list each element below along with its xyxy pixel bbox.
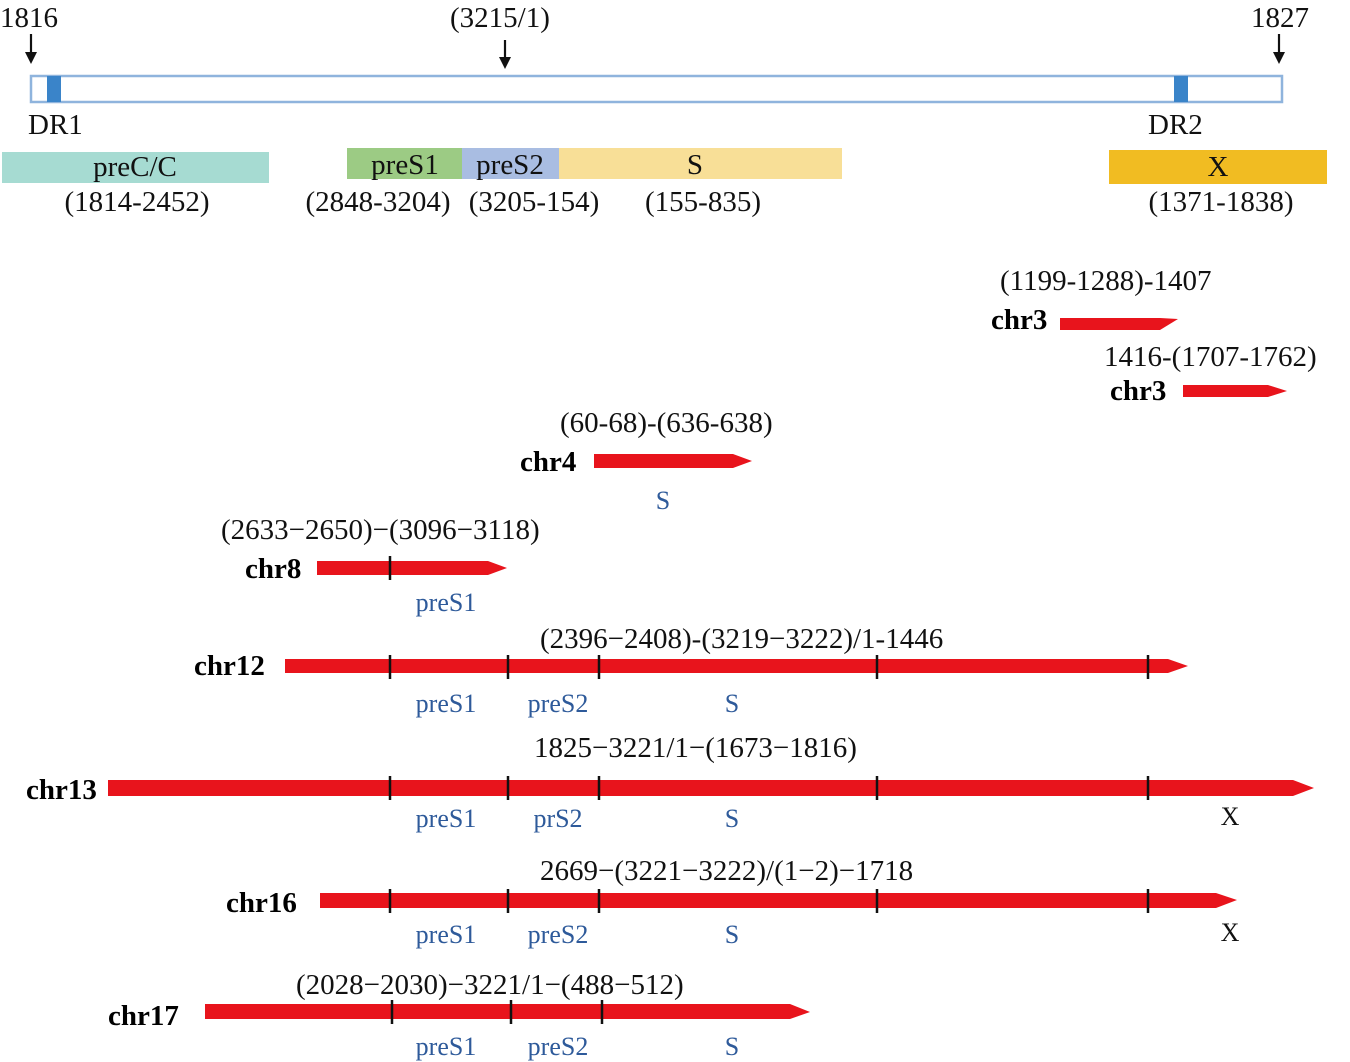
down-arrow-icon [499,40,511,69]
integration-chr16: 2669−(3221−3222)/(1−2)−1718 chr16 preS1 … [226,855,1240,949]
integration-chr4: (60-68)-(636-638) chr4 S [520,407,773,515]
gene-name-pres1: preS1 [371,149,439,181]
dr1-label: DR1 [28,109,83,141]
integration-coordinates: (1199-1288)-1407 [1000,265,1212,297]
domain-label-pres2: preS2 [528,689,589,718]
chromosome-label: chr16 [226,887,297,919]
chromosome-label: chr12 [194,650,265,682]
integration-coordinates: (2396−2408)-(3219−3222)/1-1446 [540,623,943,655]
chromosome-label: chr8 [245,553,301,585]
integration-coordinates: 1416-(1707-1762) [1104,341,1317,373]
insertion-arrow [1183,385,1287,397]
dr2-box [1174,76,1188,102]
gene-name-s: S [687,149,703,181]
gene-name-x: X [1208,151,1229,183]
insertion-arrow [285,659,1188,673]
gene-range-pres2: (3205-154) [469,186,599,218]
domain-label-s: S [725,1032,739,1061]
left-position-label: 1816 [0,2,58,34]
integration-coordinates: 1825−3221/1−(1673−1816) [534,732,857,764]
gene-range-pres1: (2848-3204) [306,186,451,218]
integration-chr17: (2028−2030)−3221/1−(488−512) chr17 preS1… [108,969,810,1061]
integration-chr3-a: (1199-1288)-1407 chr3 [991,265,1212,336]
gene-range-x: (1371-1838) [1149,186,1294,218]
chromosome-label: chr3 [991,304,1047,336]
chromosome-label: chr17 [108,1000,179,1032]
genome-map: 1816 (3215/1) 1827 DR1 DR2 [0,2,1309,141]
integration-coordinates: (2633−2650)−(3096−3118) [221,514,540,546]
insertion-arrow [108,780,1314,796]
chromosome-label: chr13 [26,774,97,806]
domain-label-pres2: preS2 [528,920,589,949]
integration-chr12: (2396−2408)-(3219−3222)/1-1446 chr12 pre… [194,623,1188,718]
gene-box-prec-c [2,152,269,183]
insertion-arrow [205,1004,810,1019]
dr1-box [47,76,61,102]
insertion-arrow [320,893,1237,908]
dr2-label: DR2 [1148,109,1203,141]
integration-chr8: (2633−2650)−(3096−3118) chr8 preS1 [221,514,540,617]
gene-name-prec-c: preC/C [93,151,177,183]
domain-label-pres2: preS2 [528,1032,589,1061]
gene-name-pres2: preS2 [476,149,544,181]
integration-chr3-b: 1416-(1707-1762) chr3 [1104,341,1317,407]
integration-coordinates: (2028−2030)−3221/1−(488−512) [296,969,684,1001]
right-position-label: 1827 [1251,2,1309,34]
integration-coordinates: 2669−(3221−3222)/(1−2)−1718 [540,855,913,887]
domain-label-pres1: preS1 [416,588,477,617]
domain-label-pres1: preS1 [416,804,477,833]
integration-coordinates: (60-68)-(636-638) [560,407,773,439]
domain-label-s: S [725,804,739,833]
domain-label-prs2: prS2 [533,804,582,833]
integration-chr13: 1825−3221/1−(1673−1816) chr13 preS1 prS2… [26,732,1314,833]
domain-label-pres1: preS1 [416,1032,477,1061]
gene-box-x [1109,150,1327,184]
gene-track: preC/C preS1 preS2 S X (1814-2452) (2848… [2,148,1327,218]
domain-label-s: S [725,920,739,949]
middle-position-label: (3215/1) [450,2,550,34]
insertion-arrow [317,561,507,575]
gene-box-pres2 [462,148,559,179]
genome-bar [29,74,1284,104]
down-arrow-icon [1273,34,1285,64]
domain-label-s: S [725,689,739,718]
chromosome-label: chr4 [520,446,576,478]
gene-box-pres1 [347,148,462,179]
gene-range-s: (155-835) [645,186,761,218]
insertion-arrow [1060,318,1178,330]
down-arrow-icon [25,34,37,64]
domain-label-pres1: preS1 [416,920,477,949]
insertion-arrow [594,454,752,468]
domain-label-x: X [1221,918,1240,947]
gene-range-prec-c: (1814-2452) [65,186,210,218]
chromosome-label: chr3 [1110,375,1166,407]
domain-label-x: X [1221,802,1240,831]
gene-box-s [559,148,842,179]
domain-label-s: S [656,486,670,515]
domain-label-pres1: preS1 [416,689,477,718]
